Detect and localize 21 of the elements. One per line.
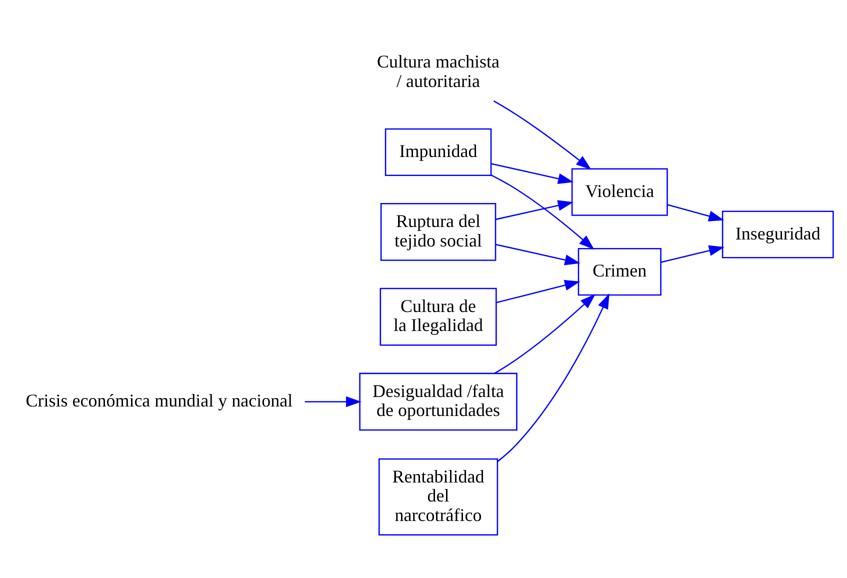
node-box: Rentabilidad del narcotráfico: [378, 458, 498, 535]
arrow: [660, 244, 724, 262]
arrow: [304, 396, 362, 407]
node-box: Inseguridad: [722, 210, 834, 258]
arrow: [496, 279, 580, 303]
node-text: Crisis económica mundial y nacional: [26, 390, 293, 410]
arrow: [496, 243, 580, 265]
node-text: Cultura machista / autoritaria: [377, 51, 500, 90]
node-box: Cultura de la Ilegalidad: [380, 287, 497, 346]
arrow: [494, 293, 596, 374]
arrow: [493, 100, 592, 170]
arrow: [667, 204, 724, 221]
node-box: Impunidad: [384, 128, 492, 176]
node-box: Ruptura del tejido social: [380, 202, 496, 260]
arrow: [490, 174, 594, 250]
arrow: [491, 162, 574, 184]
node-box: Crimen: [578, 248, 662, 296]
arrow: [497, 292, 610, 462]
node-box: Violencia: [571, 168, 668, 216]
arrow: [496, 200, 574, 220]
node-box: Desigualdad /falta de oportunidades: [359, 372, 518, 430]
